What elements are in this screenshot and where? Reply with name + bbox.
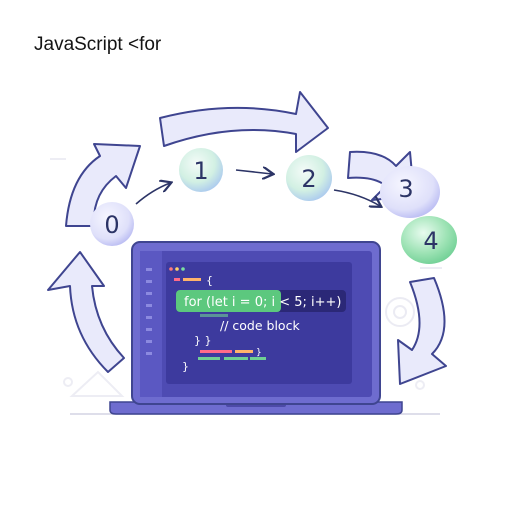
loop-arrow-icon [47, 251, 125, 373]
step-label-3: 3 [398, 175, 413, 203]
code-comment: // code block [220, 318, 300, 333]
laptop-icon: { for (let i = 0; i < 5; i++) // code bl… [70, 241, 440, 415]
code-open-brace: { [206, 274, 213, 287]
code-final-brace: } [182, 360, 189, 373]
step-label-0: 0 [104, 211, 119, 239]
step-bubble-2: 2 [286, 155, 332, 201]
loop-header-rest: < 5; i++) [275, 295, 341, 310]
step-bubbles: 0 1 2 3 4 [90, 148, 457, 264]
step-label-4: 4 [423, 227, 438, 255]
loop-arrow-icon [397, 277, 447, 385]
step-bubble-0: 0 [90, 202, 134, 246]
step-arrows [135, 170, 380, 206]
step-bubble-4: 4 [401, 216, 457, 264]
page-title: JavaScript <for [34, 34, 162, 55]
step-bubble-1: 1 [179, 148, 223, 192]
step-label-2: 2 [301, 165, 316, 193]
loop-header-highlight: for (let i = 0; i [184, 295, 275, 310]
code-loop-header: for (let i = 0; i < 5; i++) [184, 295, 342, 310]
code-editor-icon: { for (let i = 0; i < 5; i++) // code bl… [166, 262, 352, 384]
background-decor [50, 158, 442, 397]
loop-arrow-icon [159, 91, 329, 153]
loop-arrow-icon [65, 143, 141, 227]
step-bubble-3: 3 [380, 166, 440, 218]
svg-text:}: } [256, 348, 262, 358]
loop-arrows [47, 91, 447, 385]
code-close-braces: } } [194, 334, 212, 347]
step-label-1: 1 [193, 157, 208, 185]
